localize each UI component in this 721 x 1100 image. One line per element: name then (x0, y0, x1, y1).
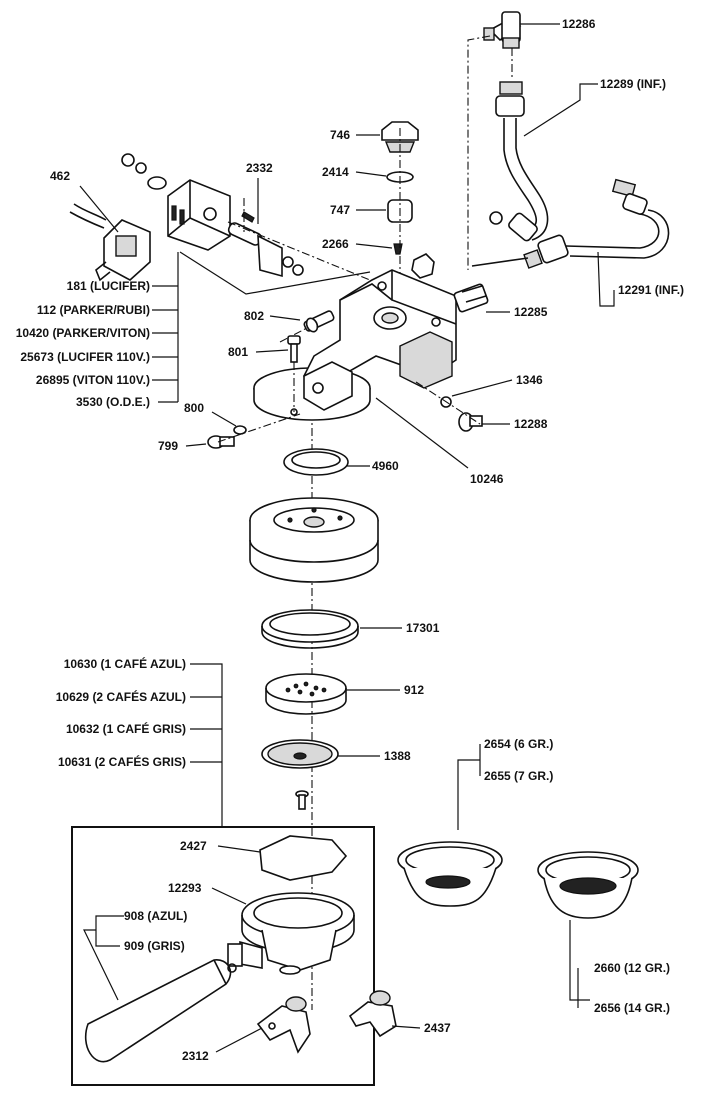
pipe-12289 (495, 81, 549, 242)
valve-stem-2332 (227, 211, 304, 278)
label-10631: 10631 (2 CAFÉS GRIS) (58, 754, 186, 769)
washer-462-c (147, 176, 167, 190)
label-10632: 10632 (1 CAFÉ GRIS) (66, 721, 186, 736)
label-181: 181 (LUCIFER) (67, 279, 150, 293)
pipe-12291 (523, 178, 670, 269)
label-2312: 2312 (182, 1049, 209, 1063)
screw-801 (287, 335, 301, 363)
dash-line-12288 (415, 381, 481, 425)
label-1388: 1388 (384, 749, 411, 763)
dash-line-solenoid (227, 221, 371, 281)
label-12288: 12288 (514, 417, 548, 431)
label-2654: 2654 (6 GR.) (484, 737, 553, 751)
label-10246: 10246 (470, 472, 504, 486)
diffuser-holder (249, 497, 379, 583)
label-2414: 2414 (322, 165, 349, 179)
pipe-nut-small (489, 211, 503, 225)
label-10420: 10420 (PARKER/VITON) (16, 326, 150, 340)
handle-908-909 (84, 959, 237, 1063)
label-12293: 12293 (168, 881, 202, 895)
label-912: 912 (404, 683, 424, 697)
label-112: 112 (PARKER/RUBI) (37, 303, 150, 317)
label-10629: 10629 (2 CAFÉS AZUL) (56, 689, 186, 704)
label-2332: 2332 (246, 161, 273, 175)
label-747: 747 (330, 203, 350, 217)
label-2655: 2655 (7 GR.) (484, 769, 553, 783)
fitting-12285 (453, 283, 489, 313)
label-2660: 2660 (12 GR.) (594, 961, 670, 975)
label-2437: 2437 (424, 1021, 451, 1035)
label-462: 462 (50, 169, 70, 183)
screw-802 (303, 310, 335, 333)
label-12289: 12289 (INF.) (600, 77, 666, 91)
label-800: 800 (184, 401, 204, 415)
pipe-connector-line (471, 257, 529, 267)
label-4960: 4960 (372, 459, 399, 473)
label-2266: 2266 (322, 237, 349, 251)
filter-basket-double (537, 851, 639, 919)
label-12286: 12286 (562, 17, 596, 31)
nut-462-a (121, 153, 135, 167)
plug-12288 (458, 412, 483, 432)
pin-2266 (393, 243, 403, 255)
label-799: 799 (158, 439, 178, 453)
label-802: 802 (244, 309, 264, 323)
diffuser-912 (265, 673, 347, 715)
solenoid-coil-462 (69, 203, 151, 282)
label-12291: 12291 (INF.) (618, 283, 684, 297)
screen-screw (295, 790, 309, 810)
label-746: 746 (330, 128, 350, 142)
spout-2437 (348, 990, 397, 1038)
label-17301: 17301 (406, 621, 440, 635)
label-25673: 25673 (LUCIFER 110V.) (20, 350, 150, 364)
spout-2312 (256, 996, 311, 1054)
label-2656: 2656 (14 GR.) (594, 1001, 670, 1015)
nut-small-top (411, 253, 435, 279)
label-3530: 3530 (O.D.E.) (76, 395, 150, 409)
gasket-17301 (261, 609, 359, 649)
coil-body (167, 179, 231, 251)
portafilter-12293 (227, 892, 355, 975)
label-909: 909 (GRIS) (124, 939, 185, 953)
group-head-body-10246 (253, 269, 457, 421)
dash-line-799 (217, 413, 301, 443)
filter-basket-single (397, 841, 503, 907)
portafilter-group-box (71, 826, 375, 1086)
label-1346: 1346 (516, 373, 543, 387)
label-801: 801 (228, 345, 248, 359)
dash-line-12286 (467, 35, 491, 270)
label-12285: 12285 (514, 305, 548, 319)
label-26895: 26895 (VITON 110V.) (36, 373, 150, 387)
elbow-fitting-12286 (483, 11, 522, 49)
label-10630: 10630 (1 CAFÉ AZUL) (64, 656, 186, 671)
gasket-2427 (259, 835, 348, 881)
label-908: 908 (AZUL) (124, 909, 187, 923)
washer-462-b (135, 162, 147, 174)
label-2427: 2427 (180, 839, 207, 853)
dash-line-802 (279, 315, 331, 343)
gasket-4960 (283, 448, 349, 476)
shower-screen-1388 (261, 739, 339, 769)
